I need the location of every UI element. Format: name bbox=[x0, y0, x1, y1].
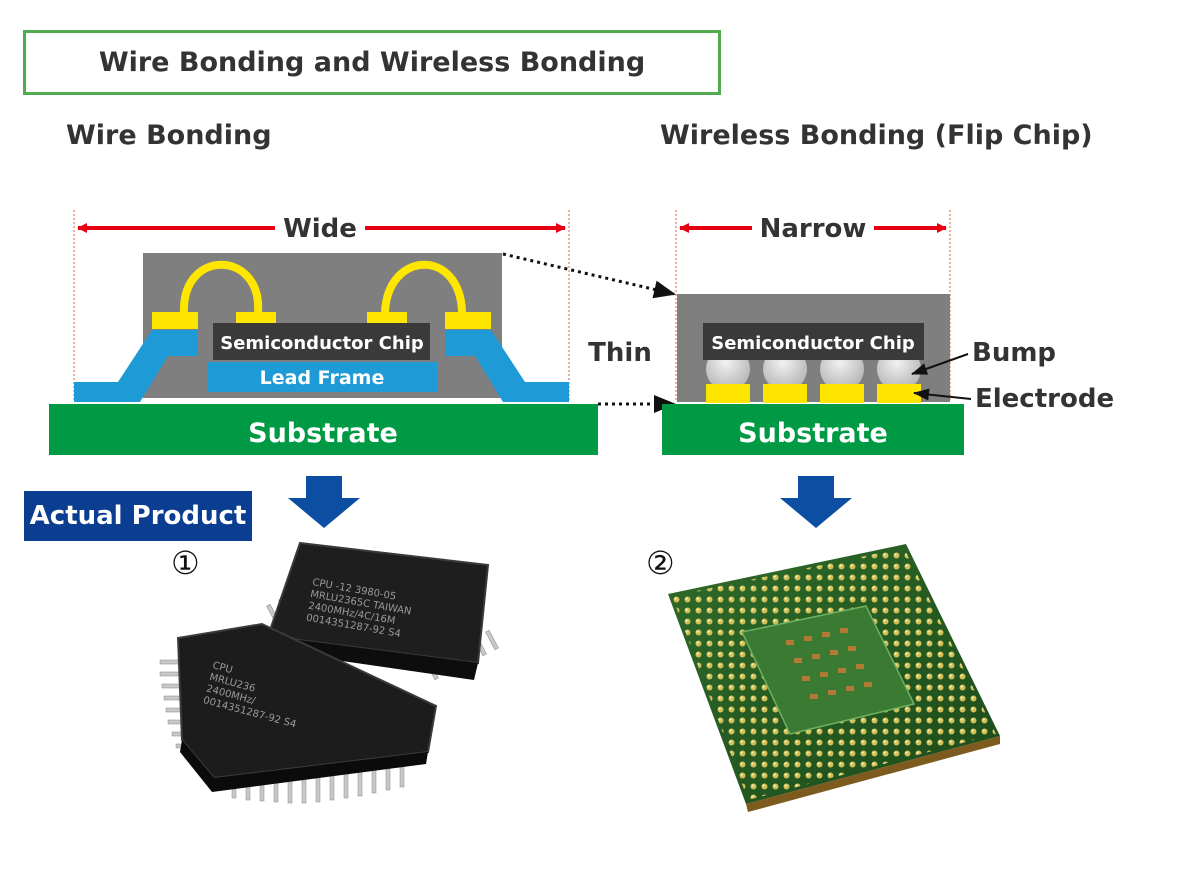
electrode-label: Electrode bbox=[975, 384, 1114, 414]
chip-pad-left bbox=[236, 312, 276, 323]
electrode-leader bbox=[913, 388, 972, 401]
wide-label: Wide bbox=[283, 214, 357, 244]
substrate-label-left: Substrate bbox=[248, 418, 398, 449]
actual-product-badge: Actual Product bbox=[24, 491, 252, 541]
substrate-left bbox=[49, 404, 598, 455]
down-arrow-right bbox=[780, 476, 852, 528]
bump-label: Bump bbox=[972, 338, 1056, 368]
semiconductor-chip-left bbox=[213, 323, 430, 360]
pga-processor-photo bbox=[668, 544, 1000, 812]
chip-label-left: Semiconductor Chip bbox=[220, 333, 424, 354]
diagram-title: Wire Bonding and Wireless Bonding bbox=[23, 30, 721, 95]
right-lead bbox=[445, 330, 569, 402]
chip-label-right-overlay: Semiconductor Chip bbox=[711, 333, 915, 354]
bond-wire-right bbox=[381, 260, 466, 313]
electrode bbox=[877, 384, 921, 403]
substrate-label-right: Substrate bbox=[738, 418, 888, 449]
lead-frame bbox=[207, 362, 437, 392]
lead-pad-left bbox=[152, 312, 198, 329]
photo-number-2: ② bbox=[646, 544, 675, 582]
lead-frame-label: Lead Frame bbox=[260, 367, 385, 389]
down-arrow-left bbox=[288, 476, 360, 528]
electrode bbox=[706, 384, 750, 403]
chip-cover bbox=[703, 323, 924, 360]
bump-leader bbox=[911, 353, 969, 375]
qfp-chip-back-edge bbox=[266, 636, 478, 680]
pga-die-area bbox=[740, 605, 916, 735]
electrode bbox=[763, 384, 807, 403]
pga-substrate-edge bbox=[746, 736, 1000, 812]
photo-number-1: ① bbox=[171, 544, 200, 582]
qfp-chip-front-edge bbox=[180, 740, 428, 792]
substrate-right bbox=[662, 404, 964, 455]
wire-bonding-diagram: Wide Lead Frame Semiconductor Chip Subst… bbox=[49, 210, 598, 455]
flip-chip-diagram: Narrow Semiconductor Chip Semiconductor … bbox=[662, 210, 1114, 455]
lead-pad-right bbox=[445, 312, 491, 329]
flip-chip-heading: Wireless Bonding (Flip Chip) bbox=[660, 120, 1093, 151]
left-lead bbox=[74, 330, 198, 402]
pga-capacitors bbox=[786, 628, 872, 699]
qfp-chip-photo: CPU -12 3980-05 MRLU2365C TAIWAN 2400MHz… bbox=[159, 541, 499, 804]
bond-wire-left bbox=[179, 260, 263, 313]
height-compare-arrow bbox=[502, 252, 676, 299]
chip2-line1: CPU bbox=[211, 660, 233, 676]
chip-pad-right bbox=[367, 312, 407, 323]
wire-bonding-heading: Wire Bonding bbox=[66, 120, 272, 151]
thin-label: Thin bbox=[588, 338, 652, 368]
electrode bbox=[820, 384, 864, 403]
narrow-label: Narrow bbox=[760, 214, 867, 244]
